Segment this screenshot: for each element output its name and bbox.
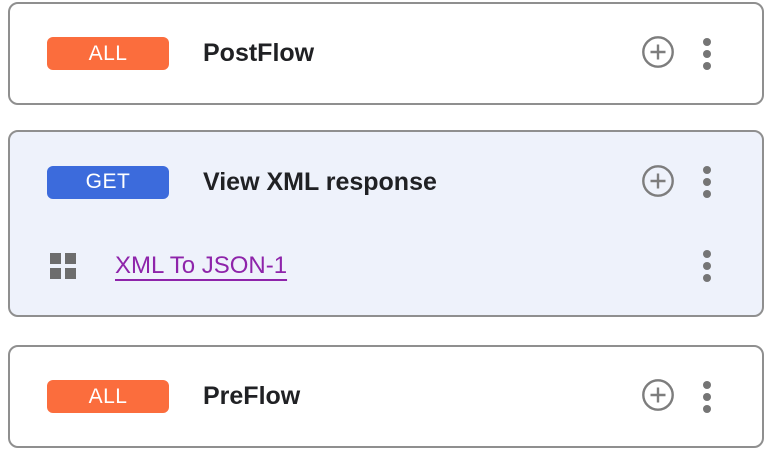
flow-card-preflow[interactable]: ALL PreFlow xyxy=(8,345,764,448)
flow-more-options-button[interactable] xyxy=(702,380,712,414)
kebab-menu-icon xyxy=(703,380,711,389)
policy-step-link[interactable]: XML To JSON-1 xyxy=(115,252,288,279)
flow-card-view-xml-response[interactable]: GET View XML response XML To JSON-1 xyxy=(8,130,764,317)
add-step-button[interactable] xyxy=(640,36,676,72)
flow-title: PreFlow xyxy=(203,382,301,410)
flow-more-options-button[interactable] xyxy=(702,165,712,199)
plus-circle-icon xyxy=(641,35,675,72)
flow-title: View XML response xyxy=(203,167,437,196)
method-badge: GET xyxy=(47,165,169,199)
flow-card-postflow[interactable]: ALL PostFlow xyxy=(8,2,764,105)
add-step-button[interactable] xyxy=(640,164,676,200)
plus-circle-icon xyxy=(641,378,675,415)
policy-step-row: XML To JSON-1 xyxy=(10,232,762,300)
kebab-menu-icon xyxy=(703,250,711,258)
step-more-options-button[interactable] xyxy=(702,249,712,283)
flow-header-row: GET View XML response xyxy=(10,132,762,232)
method-badge: ALL xyxy=(47,37,169,70)
flow-title: PostFlow xyxy=(203,39,315,67)
flow-header-row: ALL PreFlow xyxy=(10,347,762,446)
flow-more-options-button[interactable] xyxy=(702,37,712,71)
kebab-menu-icon xyxy=(703,166,711,174)
kebab-menu-icon xyxy=(703,37,711,46)
plus-circle-icon xyxy=(641,164,675,201)
grid-drag-handle-icon[interactable] xyxy=(50,253,76,279)
flow-header-row: ALL PostFlow xyxy=(10,4,762,103)
add-step-button[interactable] xyxy=(640,379,676,415)
method-badge: ALL xyxy=(47,380,169,413)
